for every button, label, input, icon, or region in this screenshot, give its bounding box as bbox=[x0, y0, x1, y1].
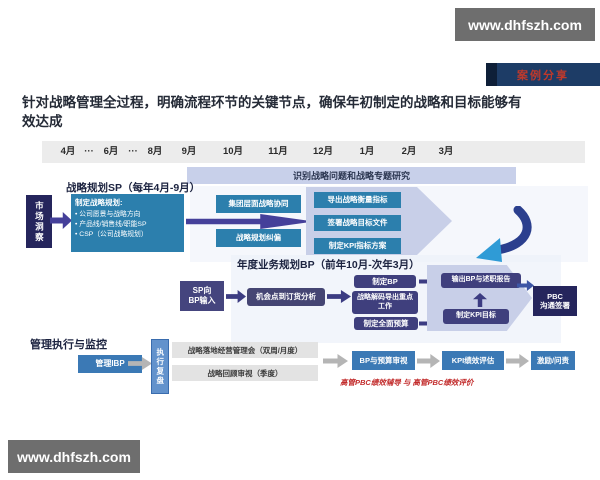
arrow-right-icon bbox=[50, 212, 72, 229]
timeline-month: 8月 bbox=[147, 146, 163, 157]
arrow-right-icon bbox=[506, 354, 529, 368]
bp-kpi-box: 制定KPI目标 bbox=[443, 309, 509, 324]
assessment-box: KPI绩效评估 bbox=[442, 351, 504, 370]
plan-box-bullets: 公司愿景与战略方向 产品线/销售线/职能SP CSP（公司战略规划） bbox=[75, 210, 180, 241]
watermark-top: www.dhfszh.com bbox=[455, 8, 595, 41]
corner-tab-label: 案例分享 bbox=[517, 69, 569, 82]
arrow-right-icon bbox=[417, 354, 440, 368]
arrow-right-icon bbox=[517, 280, 534, 291]
sp-output-box: 导出战略衡量指标 bbox=[314, 192, 401, 208]
manage-ibp-box: 管理IBP bbox=[78, 355, 142, 373]
corner-tab-notch bbox=[486, 63, 497, 86]
timeline-month: 12月 bbox=[312, 146, 334, 157]
timeline-bar: 4月 ··· 6月 ··· 8月 9月 10月 11月 12月 1月 2月 3月 bbox=[42, 141, 585, 163]
execution-review-rail: 执行复盘 bbox=[151, 339, 169, 394]
timeline-month: ··· bbox=[84, 146, 94, 157]
bp-step-box: 制定全面预算 bbox=[354, 317, 418, 330]
timeline-month: 4月 bbox=[60, 146, 76, 157]
arrow-right-icon bbox=[323, 354, 348, 368]
plan-bullet: 产品线/销售线/职能SP bbox=[75, 220, 180, 230]
pbc-coaching-note: 高管PBC绩效辅导 与 高管PBC绩效评价 bbox=[340, 378, 474, 387]
sp-output-box: 制定KPI指标方案 bbox=[314, 238, 401, 254]
sp-to-bp-input-box: SP向 BP输入 bbox=[180, 281, 224, 311]
sp-section-title: 战略规划SP（每年4月-9月） bbox=[66, 182, 201, 194]
market-insight-box: 市场洞察 bbox=[26, 195, 52, 248]
bp-section-title: 年度业务规划BP（前年10月-次年3月） bbox=[237, 259, 420, 271]
meeting-bar: 战略落地经营管理会（双周/月度） bbox=[172, 342, 318, 358]
sp-to-bp-line2: BP输入 bbox=[188, 296, 216, 305]
group-sync-box: 集团层面战略协同 bbox=[216, 195, 301, 213]
research-band: 识别战略问题和战略专题研究 bbox=[187, 167, 516, 184]
watermark-bottom: www.dhfszh.com bbox=[8, 440, 140, 473]
assessment-box: BP与预算审视 bbox=[352, 351, 415, 370]
bp-step-box: 制定BP bbox=[354, 275, 416, 288]
timeline-month: 3月 bbox=[438, 146, 454, 157]
exec-section-title: 管理执行与监控 bbox=[30, 339, 107, 351]
pbc-box: PBC 沟通签署 bbox=[533, 286, 577, 316]
timeline-month: 6月 bbox=[103, 146, 119, 157]
pbc-line1: PBC bbox=[547, 291, 563, 301]
timeline-month: ··· bbox=[128, 146, 138, 157]
assessment-box: 激励/问责 bbox=[531, 351, 575, 370]
sp-output-box: 签署战略目标文件 bbox=[314, 215, 401, 231]
opportunity-analysis-box: 机会点到订货分析 bbox=[247, 288, 325, 306]
pbc-line2: 沟通签署 bbox=[540, 301, 570, 310]
slide-title: 针对战略管理全过程，明确流程环节的关键节点，确保年初制定的战略和目标能够有效达成 bbox=[22, 95, 522, 129]
plan-correct-box: 战略规划纠偏 bbox=[216, 229, 301, 247]
plan-box-heading: 制定战略规划: bbox=[75, 198, 123, 207]
bp-step-box: 战略解码导出重点工作 bbox=[352, 291, 418, 314]
bp-report-box: 输出BP与述职报告 bbox=[441, 273, 521, 288]
corner-tab: 案例分享 bbox=[486, 63, 600, 86]
plan-bullet: CSP（公司战略规划） bbox=[75, 230, 180, 240]
plan-box: 制定战略规划: 公司愿景与战略方向 产品线/销售线/职能SP CSP（公司战略规… bbox=[71, 194, 184, 252]
timeline-month: 9月 bbox=[181, 146, 197, 157]
curved-arrow-icon bbox=[476, 206, 532, 262]
plan-bullet: 公司愿景与战略方向 bbox=[75, 210, 180, 220]
sp-to-bp-line1: SP向 bbox=[192, 286, 212, 295]
timeline-month: 1月 bbox=[359, 146, 375, 157]
timeline-month: 11月 bbox=[268, 146, 288, 157]
meeting-bar: 战略回顾审视（季度） bbox=[172, 365, 318, 381]
timeline-month: 10月 bbox=[222, 146, 244, 157]
timeline-month: 2月 bbox=[401, 146, 417, 157]
